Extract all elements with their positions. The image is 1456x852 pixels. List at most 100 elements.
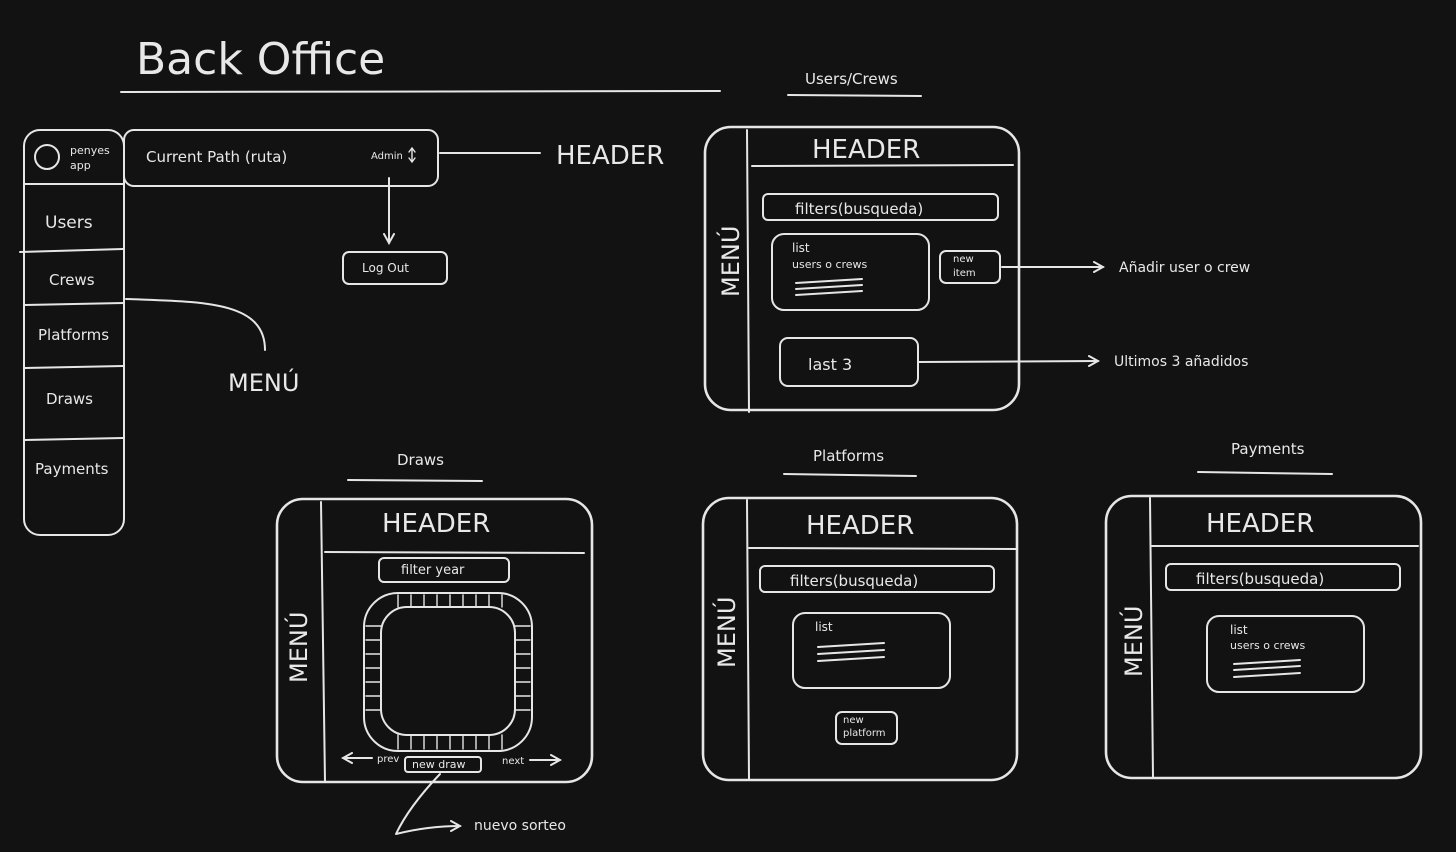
list-box <box>792 612 951 689</box>
title-underline <box>120 90 721 93</box>
new-draw-annotation: nuevo sorteo <box>474 818 566 834</box>
app-header-mock: Current Path (ruta) Admin HEADER Log Out <box>123 129 664 285</box>
list-line <box>795 284 863 290</box>
header-divider <box>748 547 1017 550</box>
screen-frame <box>703 125 1021 412</box>
title-underline <box>1197 471 1333 475</box>
title-underline <box>787 94 922 97</box>
users-screen-title: Users/Crews <box>805 70 898 88</box>
draw-wheel-inner <box>380 606 516 736</box>
new-item-label-2: item <box>953 268 976 279</box>
menu-divider <box>746 499 750 781</box>
filter-input[interactable] <box>1165 563 1401 591</box>
prev-label: prev <box>377 754 399 765</box>
screen-menu-label: MENÚ <box>711 597 741 668</box>
screen-frame <box>701 496 1019 782</box>
list-line <box>817 649 885 655</box>
screen-header-label: HEADER <box>1206 509 1314 539</box>
new-draw-button[interactable] <box>404 756 482 773</box>
platforms-screen: Platforms HEADER MENÚ filters(busqueda) … <box>701 447 1019 782</box>
filter-label: filters(busqueda) <box>790 572 918 590</box>
menu-divider <box>1149 497 1154 779</box>
menu-item-platforms[interactable]: Platforms <box>38 326 109 344</box>
screen-menu-label: MENÚ <box>283 612 313 683</box>
list-line <box>795 278 863 284</box>
filter-input[interactable] <box>762 193 999 221</box>
list-line <box>817 656 885 662</box>
sidebar-divider <box>24 302 124 306</box>
last-3-annotation: Ultimos 3 añadidos <box>1114 354 1248 370</box>
title-underline <box>783 473 917 477</box>
logo-text-2: app <box>70 159 91 172</box>
menu-divider <box>320 501 326 783</box>
last-3-label: last 3 <box>808 355 852 374</box>
screen-header-label: HEADER <box>806 511 914 541</box>
menu-item-payments[interactable]: Payments <box>35 460 109 478</box>
page-title: Back Office <box>136 34 385 85</box>
logout-label: Log Out <box>362 261 409 275</box>
list-line <box>817 642 885 648</box>
list-label: list <box>1230 623 1248 637</box>
header-annotation: HEADER <box>556 141 664 171</box>
screen-header-label: HEADER <box>382 509 490 539</box>
sidebar-divider <box>24 437 124 441</box>
filter-input[interactable] <box>759 565 995 593</box>
new-platform-label: new <box>843 715 864 726</box>
screen-header-label: HEADER <box>812 135 920 165</box>
filter-year-input[interactable] <box>378 557 510 583</box>
draws-screen: Draws HEADER MENÚ filter year <box>275 451 594 835</box>
screen-frame <box>275 497 594 784</box>
payments-screen: Payments HEADER MENÚ filters(busqueda) l… <box>1104 440 1423 780</box>
screen-menu-label: MENÚ <box>715 226 745 297</box>
draw-wheel-ticks <box>365 594 531 750</box>
menu-annotation: MENÚ <box>228 367 299 397</box>
list-label: list <box>815 620 833 634</box>
current-path: Current Path (ruta) <box>146 148 287 166</box>
new-item-label: new <box>953 254 974 265</box>
filter-year-label: filter year <box>401 563 465 578</box>
payments-screen-title: Payments <box>1231 440 1305 458</box>
new-draw-label: new draw <box>412 758 465 771</box>
list-line <box>1233 672 1301 678</box>
header-frame <box>123 129 439 187</box>
list-line <box>1233 659 1301 665</box>
list-sublabel: users o crews <box>792 258 868 271</box>
filter-label: filters(busqueda) <box>1196 570 1324 588</box>
next-label: next <box>502 756 524 767</box>
list-line <box>1233 665 1301 671</box>
filter-label: filters(busqueda) <box>795 200 923 218</box>
users-crews-screen: Users/Crews HEADER MENÚ filters(busqueda… <box>703 70 1250 413</box>
title-underline <box>347 479 483 482</box>
logo-text-1: penyes <box>70 144 110 157</box>
menu-divider <box>746 129 750 413</box>
list-line <box>795 290 863 296</box>
logo-icon <box>34 144 60 170</box>
sidebar-divider <box>19 248 124 253</box>
new-item-button[interactable] <box>939 250 1001 284</box>
app-sidebar-mock: penyes app Users Crews Platforms Draws P… <box>19 129 125 536</box>
sort-arrows-icon <box>408 146 416 164</box>
menu-item-crews[interactable]: Crews <box>49 271 95 289</box>
menu-connector <box>125 298 266 351</box>
platforms-screen-title: Platforms <box>813 447 884 465</box>
header-divider <box>751 164 1014 167</box>
logout-button[interactable] <box>342 251 448 285</box>
menu-item-users[interactable]: Users <box>45 213 93 233</box>
list-box <box>771 233 930 311</box>
menu-item-draws[interactable]: Draws <box>46 390 93 408</box>
sidebar-divider <box>24 365 124 369</box>
new-platform-button[interactable] <box>835 711 898 745</box>
screen-menu-label: MENÚ <box>1118 606 1148 677</box>
sidebar-frame <box>23 129 125 536</box>
page-title-group: Back Office <box>120 34 721 93</box>
header-divider <box>324 551 585 554</box>
list-box <box>1206 615 1365 693</box>
last-3-arrow <box>917 361 1098 362</box>
admin-label[interactable]: Admin <box>371 151 403 162</box>
new-draw-arrow <box>395 773 460 835</box>
new-item-annotation: Añadir user o crew <box>1119 260 1250 276</box>
screen-frame <box>1104 494 1423 780</box>
new-platform-label-2: platform <box>843 728 886 739</box>
list-sublabel: users o crews <box>1230 639 1306 652</box>
